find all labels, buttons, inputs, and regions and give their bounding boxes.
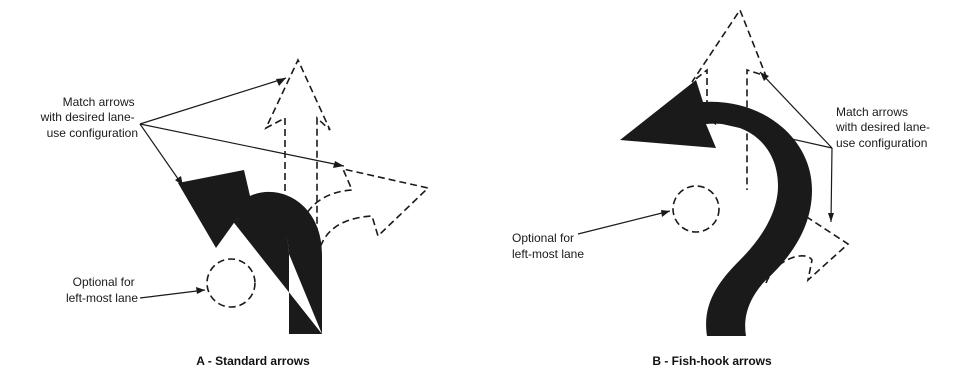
panel-a-callout-leaders	[139, 77, 345, 187]
panel-a-optional-line-1: Optional for	[73, 275, 135, 289]
panel-b-callout-leaders	[706, 71, 834, 223]
panel-a-callout: Match arrows with desired lane- use conf…	[40, 95, 138, 140]
panel-b-optional-line-2: left-most lane	[512, 247, 584, 261]
panel-a-optional-circle	[206, 258, 256, 308]
panel-b-callout: Match arrows with desired lane- use conf…	[835, 105, 933, 150]
panel-b-fish-hook-arrows: Match arrows with desired lane- use conf…	[512, 8, 933, 368]
panel-a-solid-left-turn-arrow	[178, 170, 322, 334]
panel-b-optional-leader	[577, 210, 671, 235]
panel-a-optional-leader	[139, 287, 206, 299]
panel-b-solid-fish-hook-arrow	[620, 80, 812, 336]
panel-a-caption: A - Standard arrows	[196, 354, 310, 368]
panel-b-callout-line-2: with desired lane-	[835, 120, 930, 134]
panel-a-callout-line-3: use configuration	[47, 126, 138, 140]
panel-a-optional-line-2: left-most lane	[66, 291, 138, 305]
panel-b-caption: B - Fish-hook arrows	[652, 354, 772, 368]
panel-a-callout-line-1: Match arrows	[63, 95, 135, 109]
panel-a-dashed-through-arrow	[264, 58, 331, 268]
panel-b-dashed-through-arrow	[691, 8, 768, 190]
panel-b-optional-label: Optional for left-most lane	[512, 231, 584, 261]
panel-b-callout-line-3: use configuration	[836, 136, 927, 150]
panel-a-standard-arrows: Match arrows with desired lane- use conf…	[40, 58, 430, 368]
panel-b-callout-line-1: Match arrows	[836, 105, 908, 119]
panel-b-optional-circle	[672, 185, 720, 233]
panel-a-callout-line-2: with desired lane-	[40, 110, 135, 124]
panel-b-optional-line-1: Optional for	[512, 231, 574, 245]
panel-a-optional-label: Optional for left-most lane	[66, 275, 138, 305]
